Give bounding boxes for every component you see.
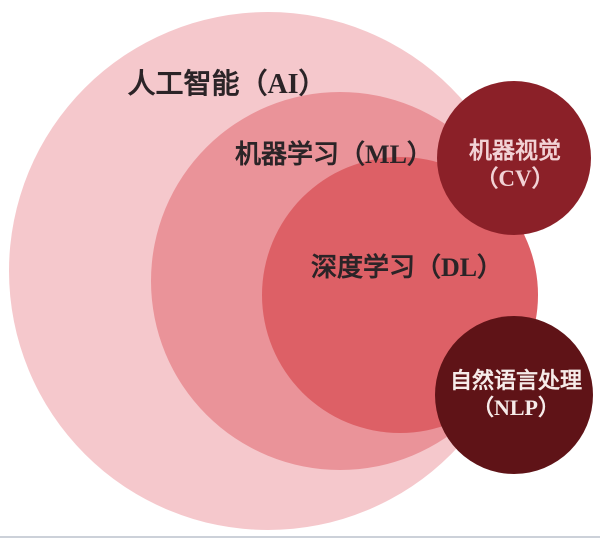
- ml-label: 机器学习（ML）: [235, 140, 433, 169]
- nlp-circle: [435, 316, 593, 474]
- ai-label: 人工智能（AI）: [127, 69, 327, 100]
- nlp-label: 自然语言处理 （NLP）: [450, 367, 582, 421]
- dl-label: 深度学习（DL）: [310, 253, 504, 282]
- nlp-label-line2: （NLP）: [471, 395, 561, 420]
- cv-label-line1: 机器视觉: [469, 138, 561, 163]
- bottom-divider: [0, 536, 600, 538]
- cv-label: 机器视觉 （CV）: [469, 137, 561, 193]
- nlp-label-line1: 自然语言处理: [449, 368, 583, 393]
- cv-circle: [437, 81, 591, 235]
- cv-label-line2: （CV）: [475, 166, 555, 191]
